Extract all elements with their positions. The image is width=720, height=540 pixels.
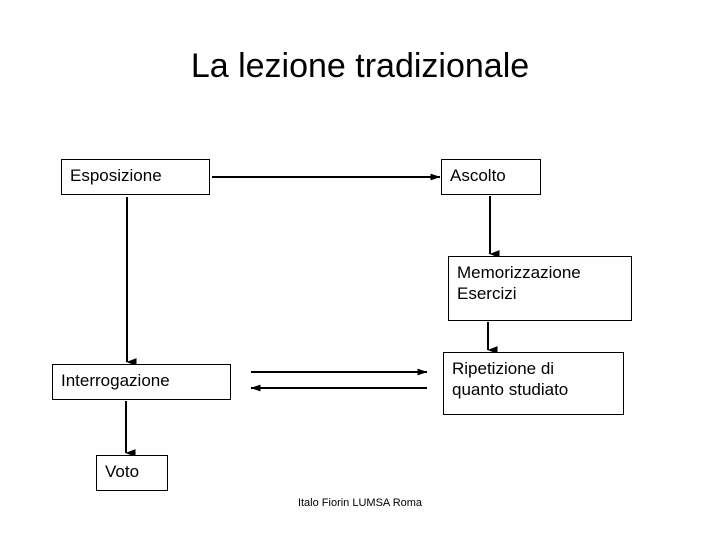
page-title: La lezione tradizionale <box>190 47 530 85</box>
node-voto[interactable]: Voto <box>96 455 168 491</box>
node-ascolto[interactable]: Ascolto <box>441 159 541 195</box>
node-memorizzazione-esercizi[interactable]: Memorizzazione Esercizi <box>448 256 632 321</box>
node-esposizione[interactable]: Esposizione <box>61 159 210 195</box>
footer-credit: Italo Fiorin LUMSA Roma <box>297 497 423 509</box>
node-interrogazione[interactable]: Interrogazione <box>52 364 231 400</box>
node-ripetizione-quanto-studiato[interactable]: Ripetizione di quanto studiato <box>443 352 624 415</box>
